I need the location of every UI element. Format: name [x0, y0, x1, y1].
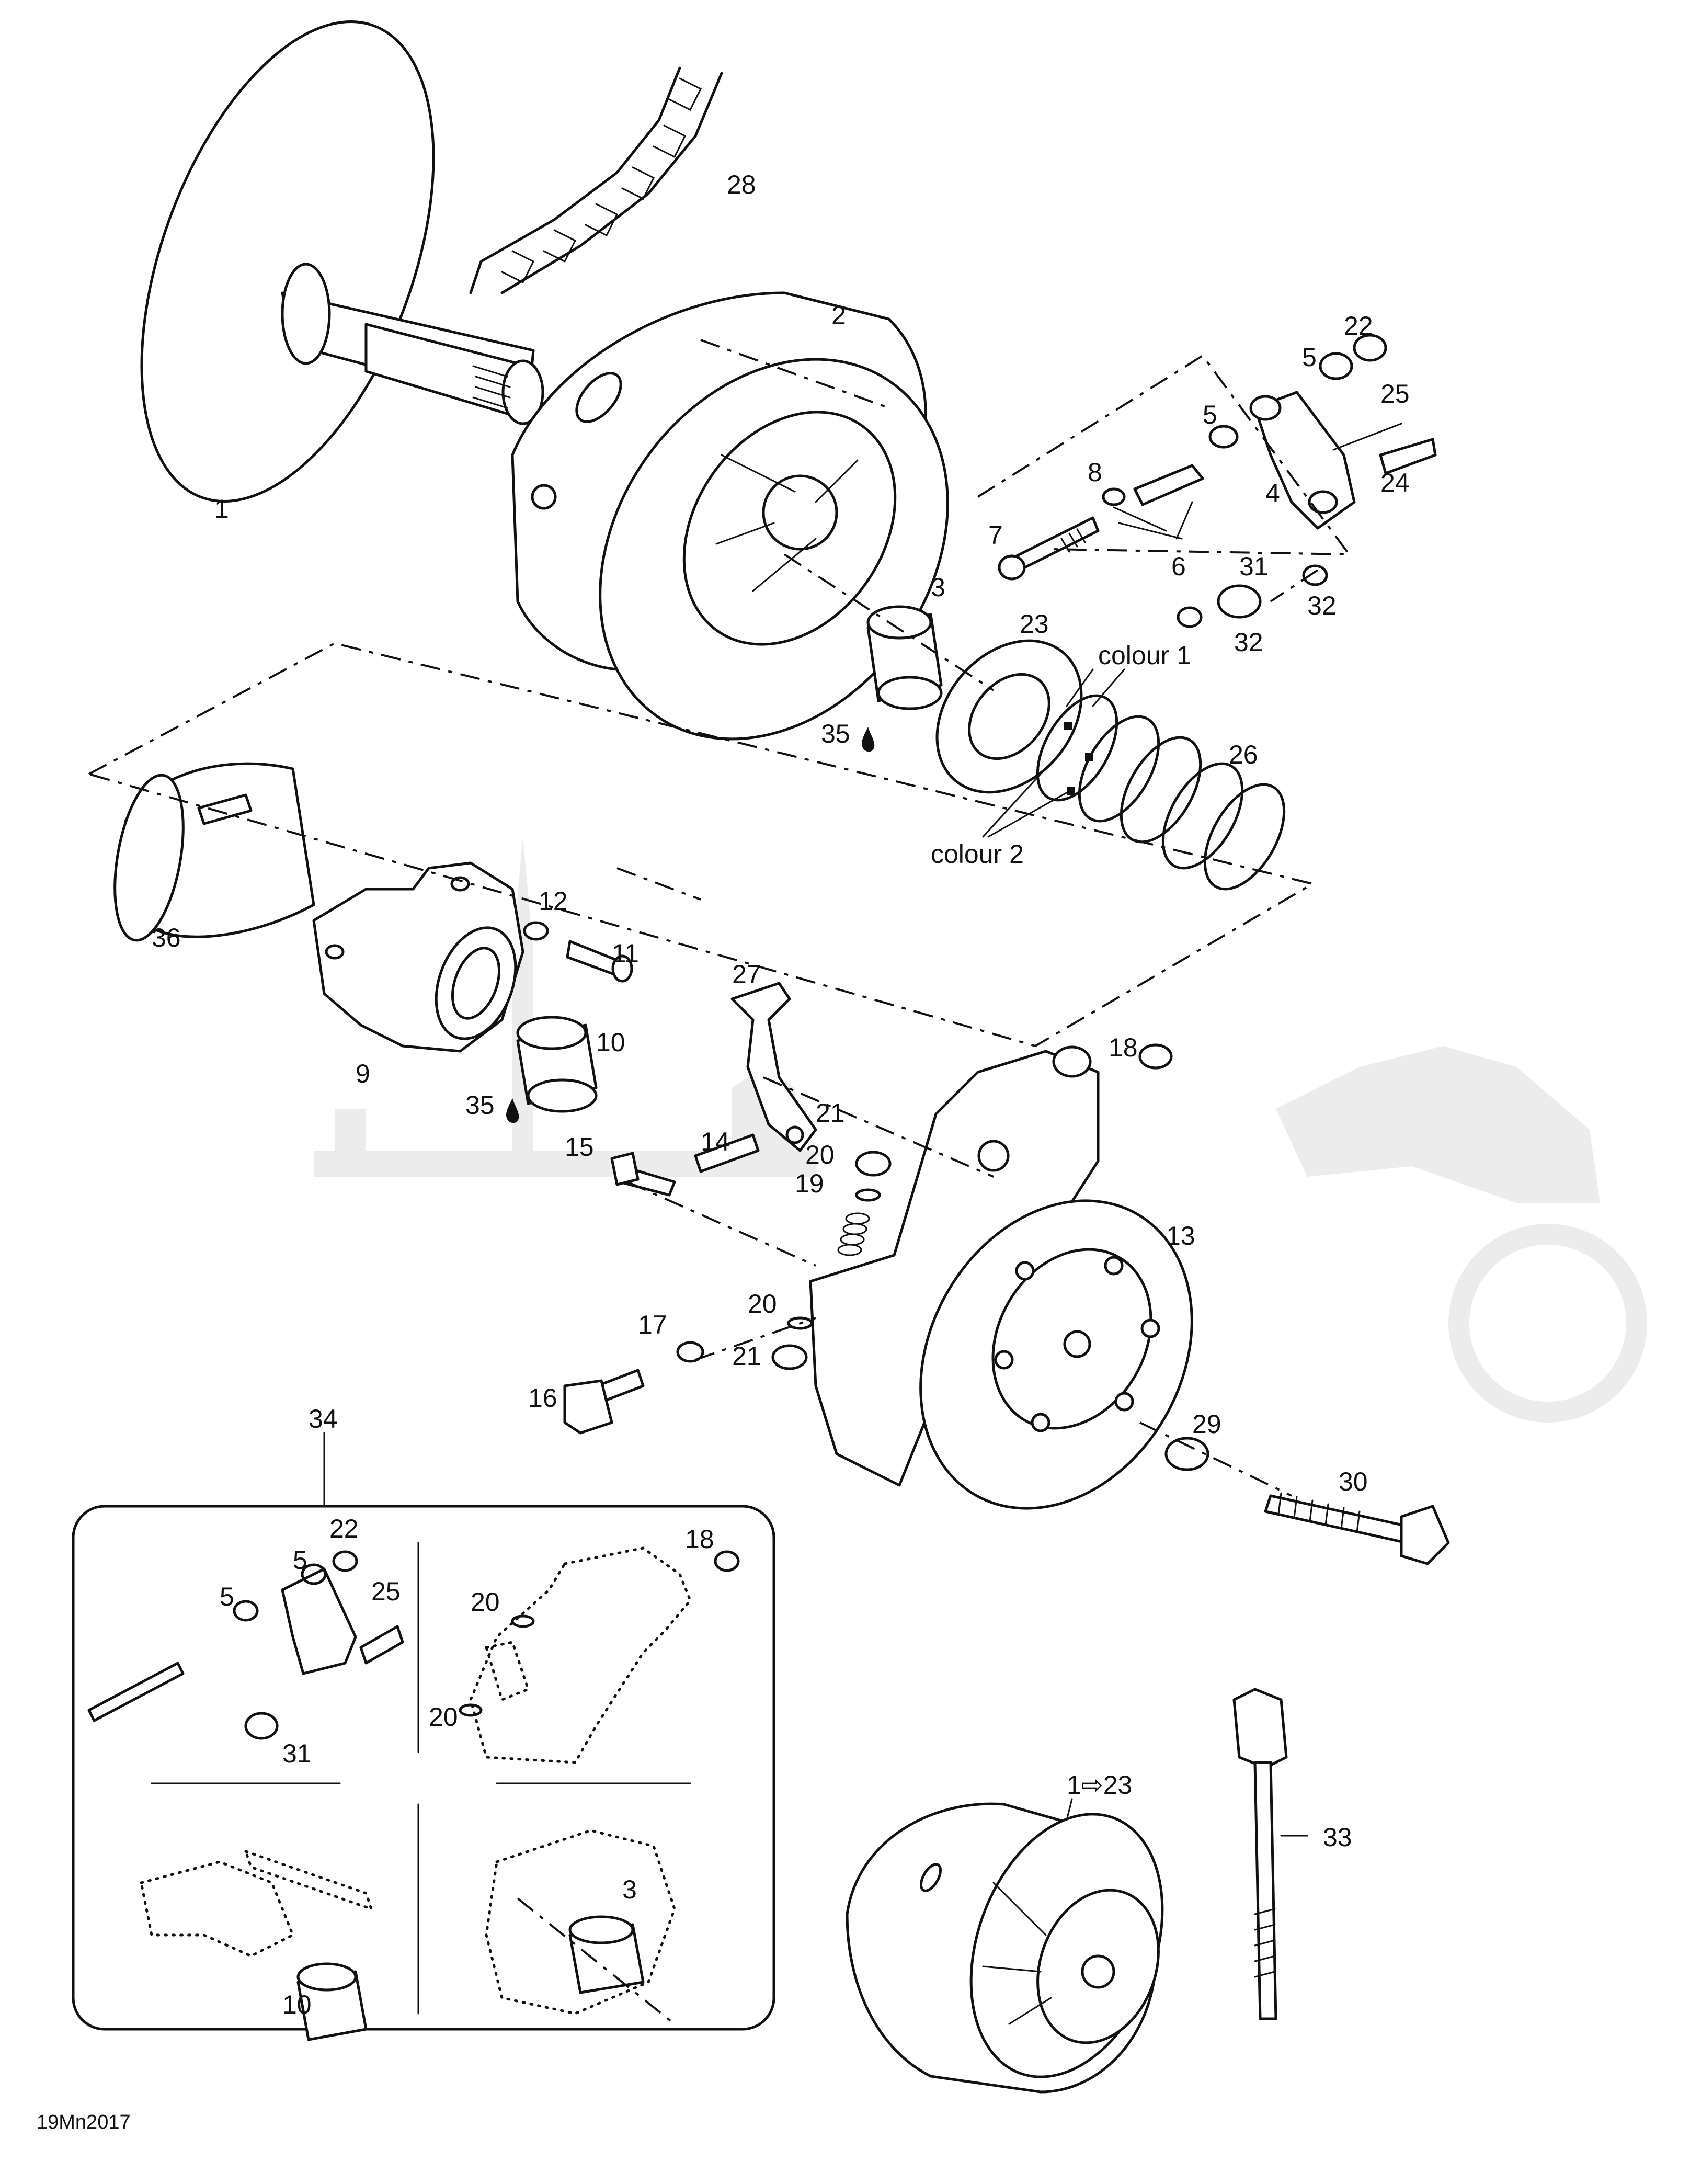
- assembled-pulley: [846, 1802, 1164, 2094]
- callout-32a: 32: [1307, 591, 1337, 620]
- long-bolt-part-33: [1232, 1688, 1288, 2020]
- assembly-centerlines: [88, 339, 1352, 1497]
- bushing-part-10: [516, 1016, 598, 1113]
- callout-24: 24: [1380, 468, 1410, 497]
- callout-8: 8: [1088, 458, 1102, 487]
- callout-14: 14: [701, 1127, 730, 1156]
- inset-callout-3: 3: [622, 1875, 637, 1904]
- callout-12: 12: [539, 886, 568, 916]
- callout-35a: 35: [821, 719, 850, 748]
- spider-part-13: [563, 1043, 1450, 1565]
- washer-ring-part-23: [935, 639, 1083, 794]
- callout-7: 7: [988, 520, 1003, 550]
- callout-colour-1: colour 1: [1098, 641, 1191, 670]
- callout-labels: 1 2 3 4 5 5 6 7 8 9 10 11 12 13 14 15 16…: [37, 170, 1410, 2133]
- callout-20b: 20: [748, 1289, 777, 1318]
- callout-22: 22: [1344, 311, 1373, 340]
- callout-1: 1: [214, 494, 229, 524]
- callout-21a: 21: [816, 1098, 845, 1128]
- inset-callout-18: 18: [685, 1525, 714, 1554]
- sleeve-part-36: [113, 762, 315, 942]
- leader-lines: [323, 501, 1308, 1837]
- pin-bolt-parts-14-15: [610, 1133, 760, 1197]
- callout-2: 2: [831, 301, 846, 330]
- inset-callout-20b: 20: [429, 1702, 458, 1732]
- pulley-housing-part-2: [511, 291, 949, 741]
- callout-5b: 5: [1203, 400, 1217, 429]
- inset-callout-25: 25: [371, 1577, 401, 1606]
- watermark: [314, 837, 1647, 1423]
- spring-clip-parts-19-20-21: [771, 1151, 892, 1370]
- lever-assembly-part-4: [1208, 334, 1437, 530]
- callout-5a: 5: [1302, 343, 1317, 372]
- callout-3: 3: [931, 573, 945, 602]
- callout-25: 25: [1380, 379, 1410, 408]
- callout-6: 6: [1171, 552, 1186, 581]
- callout-18: 18: [1109, 1033, 1138, 1062]
- callout-31: 31: [1239, 552, 1269, 581]
- callout-34: 34: [309, 1404, 338, 1434]
- drawing-code: 19Mn2017: [37, 2111, 131, 2133]
- callout-17: 17: [638, 1310, 667, 1339]
- cam-spider-part-9: [312, 861, 524, 1053]
- callout-29: 29: [1192, 1409, 1221, 1439]
- callout-30: 30: [1339, 1467, 1368, 1496]
- roller-part-31: [1177, 564, 1328, 628]
- inset-callout-20a: 20: [471, 1587, 500, 1617]
- callout-32b: 32: [1234, 628, 1263, 657]
- bushing-part-3: [866, 605, 943, 710]
- inset-callout-10: 10: [282, 1990, 312, 2019]
- ramp-part-27: [730, 982, 817, 1152]
- callout-19: 19: [795, 1169, 824, 1198]
- callout-33: 33: [1323, 1823, 1352, 1852]
- callout-23: 23: [1020, 609, 1049, 639]
- inset-callout-22: 22: [329, 1514, 359, 1543]
- callout-10: 10: [596, 1028, 625, 1057]
- callout-13: 13: [1166, 1221, 1195, 1250]
- callout-assembly: 1⇨23: [1067, 1770, 1132, 1800]
- callout-36: 36: [152, 923, 181, 952]
- fixed-sheave-part-1: [140, 20, 544, 503]
- callout-16: 16: [528, 1383, 557, 1413]
- inset-callout-31: 31: [282, 1739, 312, 1768]
- callout-28: 28: [727, 170, 756, 199]
- callout-35b: 35: [465, 1090, 495, 1120]
- callout-27: 27: [732, 960, 761, 989]
- screw-part-11: [523, 921, 633, 983]
- inset-panel: [72, 1505, 775, 2041]
- inset-callout-5b: 5: [293, 1545, 307, 1575]
- callout-20a: 20: [805, 1140, 835, 1169]
- spring-part-26: [1036, 694, 1286, 891]
- callout-colour-2: colour 2: [931, 839, 1024, 869]
- callout-15: 15: [565, 1132, 594, 1162]
- drive-belt-part-28: [469, 66, 723, 294]
- callout-9: 9: [356, 1059, 370, 1088]
- callout-4: 4: [1265, 479, 1280, 508]
- inset-callout-5a: 5: [220, 1582, 234, 1611]
- callout-26: 26: [1229, 740, 1258, 769]
- grease-drop-icon: [506, 727, 875, 1123]
- pin-screw-washer-parts-6-7-8: [998, 464, 1204, 581]
- callout-21b: 21: [732, 1341, 761, 1371]
- callout-11: 11: [612, 939, 639, 968]
